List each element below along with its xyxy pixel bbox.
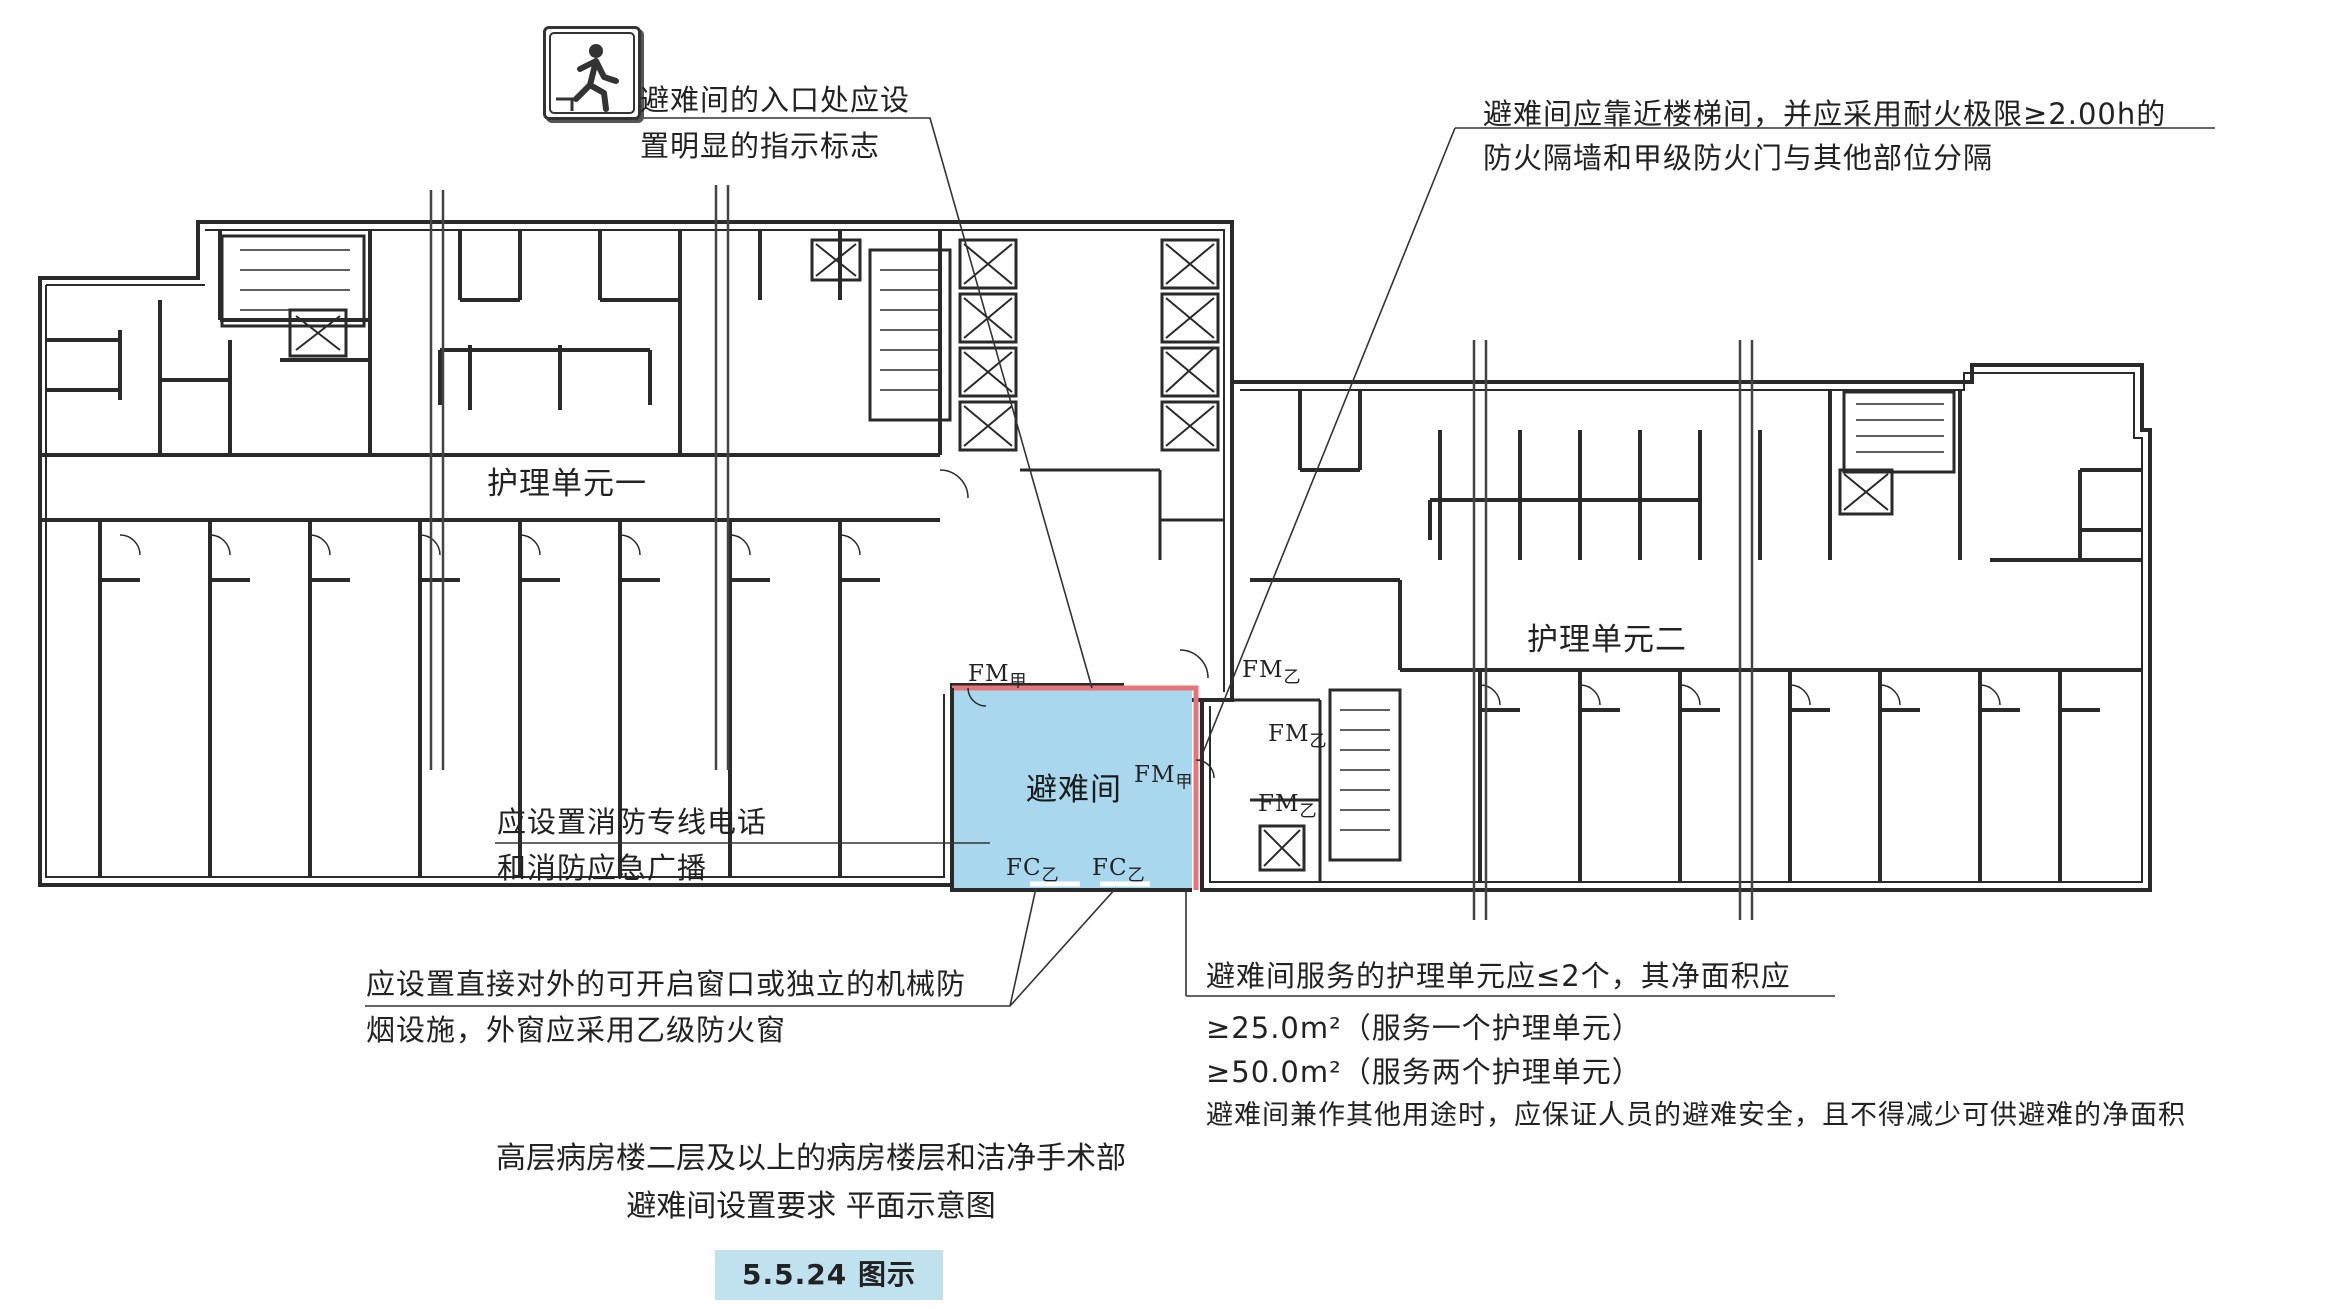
unit-two-north-partitions xyxy=(1298,390,1962,560)
lift-bank-west xyxy=(958,238,1018,452)
unit-two-patient-rooms xyxy=(1478,670,2100,882)
unit-two-stair-core xyxy=(1842,390,1956,474)
unit-two-inner-wall xyxy=(1209,372,2143,883)
area-annotation-line1: 避难间服务的护理单元应≤2个，其净面积应 xyxy=(1206,959,1791,993)
stair-annotation-line1: 避难间应靠近楼梯间，并应采用耐火极限≥2.00h的 xyxy=(1483,97,2167,131)
leader-lines xyxy=(365,117,2215,1007)
refuge-adjacent-stair xyxy=(1328,688,1402,862)
emergency-exit-icon xyxy=(549,32,635,114)
unit-one-north-partitions xyxy=(218,230,942,455)
unit-one-corridor-north-wall xyxy=(40,453,940,522)
window-annotation-line2: 烟设施，外窗应采用乙级防火窗 xyxy=(366,1013,787,1047)
sign-annotation-line2: 置明显的指示标志 xyxy=(640,129,881,163)
unit-one-outer-wall xyxy=(38,220,1234,887)
area-annotation-line3: ≥50.0m²（服务两个护理单元） xyxy=(1206,1055,1642,1089)
central-stair xyxy=(868,248,952,422)
door-tag-fm-yi: FM乙 xyxy=(1242,657,1302,688)
sign-annotation-line1: 避难间的入口处应设 xyxy=(640,83,911,117)
refuge-adjacent-lift xyxy=(1258,824,1306,872)
unit-two-outer-wall xyxy=(1200,363,2152,892)
area-annotation-line2: ≥25.0m²（服务一个护理单元） xyxy=(1206,1011,1642,1045)
exit-sign xyxy=(543,26,641,120)
figure-caption-line2: 避难间设置要求 平面示意图 xyxy=(626,1189,996,1224)
door-tag-fc-yi: FC乙 xyxy=(1092,855,1146,886)
unit-two-corridor-walls xyxy=(1250,578,2142,672)
refuge-room-label: 避难间 xyxy=(1026,772,1122,808)
unit-one-west-rooms xyxy=(46,300,232,455)
door-tag-fc-yi: FC乙 xyxy=(1006,855,1060,886)
stair-annotation-line2: 防火隔墙和甲级防火门与其他部位分隔 xyxy=(1483,141,1994,175)
area-annotation-line4: 避难间兼作其他用途时，应保证人员的避难安全，且不得减少可供避难的净面积 xyxy=(1206,1100,2186,1131)
unit-one-stair-core xyxy=(220,234,366,328)
unit-two-lift-shaft xyxy=(1838,468,1894,516)
door-tag-fm-jia: FM甲 xyxy=(1134,762,1194,793)
section-lines xyxy=(429,185,1754,920)
unit-two-label: 护理单元二 xyxy=(1527,622,1687,658)
door-tag-fm-yi: FM乙 xyxy=(1268,721,1328,752)
unit-one-label: 护理单元一 xyxy=(487,466,647,502)
unit-one-service-lift xyxy=(810,238,862,282)
figure-number-badge: 5.5.24 图示 xyxy=(715,1250,943,1300)
window-annotation-line1: 应设置直接对外的可开启窗口或独立的机械防 xyxy=(366,967,967,1001)
unit-one-inner-wall xyxy=(45,229,1225,878)
figure-caption-line1: 高层病房楼二层及以上的病房楼层和洁净手术部 xyxy=(496,1141,1126,1176)
door-swings xyxy=(119,469,2001,706)
door-tag-fm-yi: FM乙 xyxy=(1258,791,1318,822)
unit-two-east-rooms xyxy=(1990,468,2142,562)
unit-one-lift-shaft xyxy=(288,308,348,358)
refuge-room xyxy=(952,688,1192,890)
phone-annotation-line1: 应设置消防专线电话 xyxy=(497,805,768,839)
unit-one-patient-rooms xyxy=(98,520,880,877)
refuge-fire-wall xyxy=(952,685,1199,890)
phone-annotation-line2: 和消防应急广播 xyxy=(497,851,708,885)
door-tag-fm-jia: FM甲 xyxy=(968,661,1028,692)
lift-bank-east xyxy=(1160,238,1220,452)
